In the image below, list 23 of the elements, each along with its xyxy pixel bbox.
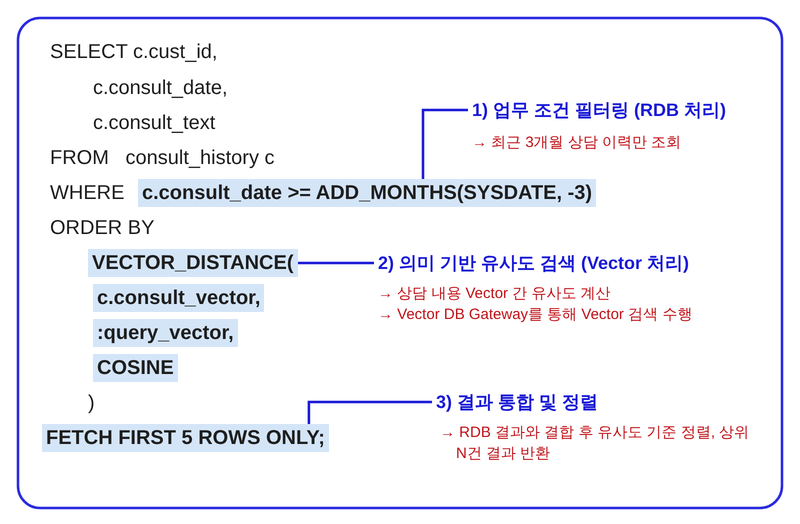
code-line: c.consult_date,: [93, 76, 228, 100]
annotation-title: 3) 결과 통합 및 정렬: [436, 391, 600, 414]
leader-line: [422, 108, 468, 179]
code-line: ORDER BY: [50, 216, 154, 240]
annotation-title: 2) 의미 기반 유사도 검색 (Vector 처리): [378, 252, 690, 275]
code-line: FROM consult_history c: [50, 146, 275, 170]
highlighted-code: VECTOR_DISTANCE(: [88, 249, 298, 277]
code-line: c.consult_text: [93, 111, 216, 135]
annotation-note: → RDB 결과와 결합 후 유사도 기준 정렬, 상위 N건 결과 반환: [440, 423, 750, 464]
highlighted-code: FETCH FIRST 5 ROWS ONLY;: [42, 424, 329, 452]
highlighted-code: c.consult_date >= ADD_MONTHS(SYSDATE, -3): [138, 179, 596, 207]
leader-line: [308, 400, 432, 424]
annotation-note: → 최근 3개월 상담 이력만 조회: [472, 133, 682, 153]
highlighted-code: c.consult_vector,: [93, 284, 264, 312]
annotation-note: → 상담 내용 Vector 간 유사도 계산: [378, 284, 612, 304]
highlighted-code: :query_vector,: [93, 319, 238, 347]
code-line: WHERE: [50, 181, 124, 205]
code-line: ): [88, 391, 95, 415]
annotation-note: → Vector DB Gateway를 통해 Vector 검색 수행: [378, 305, 694, 325]
highlighted-code: COSINE: [93, 354, 178, 382]
annotation-title: 1) 업무 조건 필터링 (RDB 처리): [472, 99, 727, 122]
leader-line: [298, 262, 374, 264]
code-line: SELECT c.cust_id,: [50, 40, 218, 64]
